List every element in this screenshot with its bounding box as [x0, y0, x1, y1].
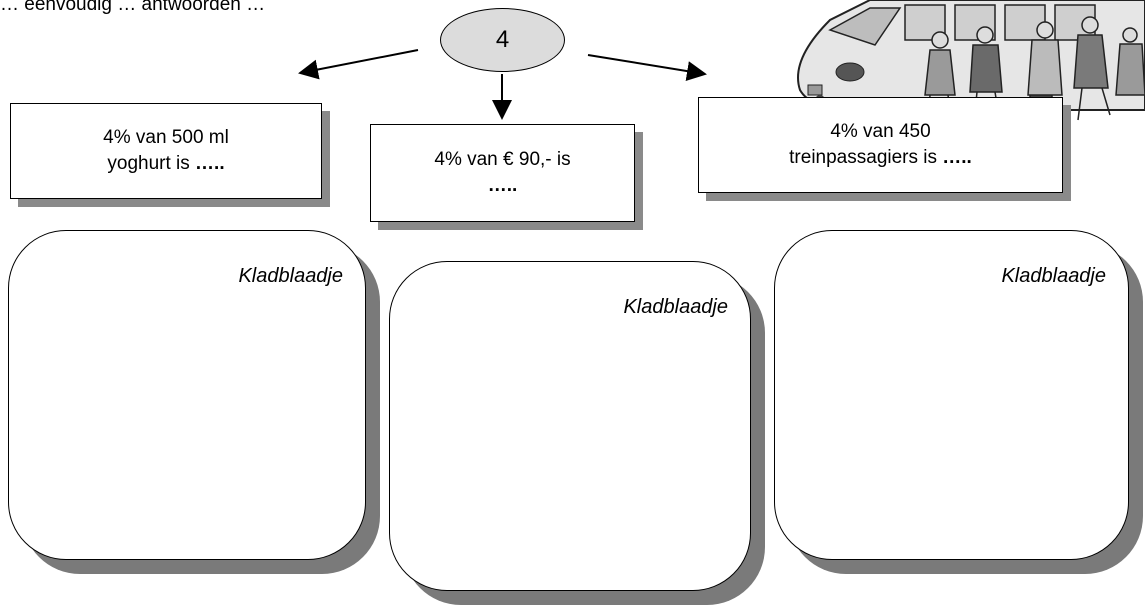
- scratch-label: Kladblaadje: [1001, 265, 1106, 287]
- problem-box-yoghurt: 4% van 500 ml yoghurt is …..: [10, 103, 322, 199]
- scratch-pad-2[interactable]: Kladblaadje: [389, 261, 751, 591]
- problem-dots: …..: [487, 175, 518, 196]
- arrow-right: [587, 54, 707, 81]
- problem-line-1: 4% van 500 ml: [103, 127, 229, 149]
- problem-line-2: yoghurt is …..: [107, 153, 225, 174]
- center-number: 4: [495, 26, 510, 53]
- scratch-label: Kladblaadje: [238, 265, 343, 287]
- problem-line-2: treinpassagiers is …..: [789, 147, 972, 168]
- scratch-pad-1[interactable]: Kladblaadje: [8, 230, 366, 560]
- problem-box-train: 4% van 450 treinpassagiers is …..: [698, 97, 1063, 193]
- train-passengers-illustration: [797, 0, 1145, 129]
- scratch-pad-3[interactable]: Kladblaadje: [774, 230, 1129, 560]
- center-number-oval: 4: [440, 8, 565, 72]
- scratch-label: Kladblaadje: [623, 296, 728, 318]
- instruction-fragment: … eenvoudig … antwoorden …: [0, 0, 266, 14]
- problem-line-1: 4% van 450: [830, 121, 931, 143]
- problem-line-1: 4% van € 90,- is: [434, 149, 571, 171]
- problem-box-euro: 4% van € 90,- is …..: [370, 124, 635, 222]
- arrow-left: [298, 49, 419, 80]
